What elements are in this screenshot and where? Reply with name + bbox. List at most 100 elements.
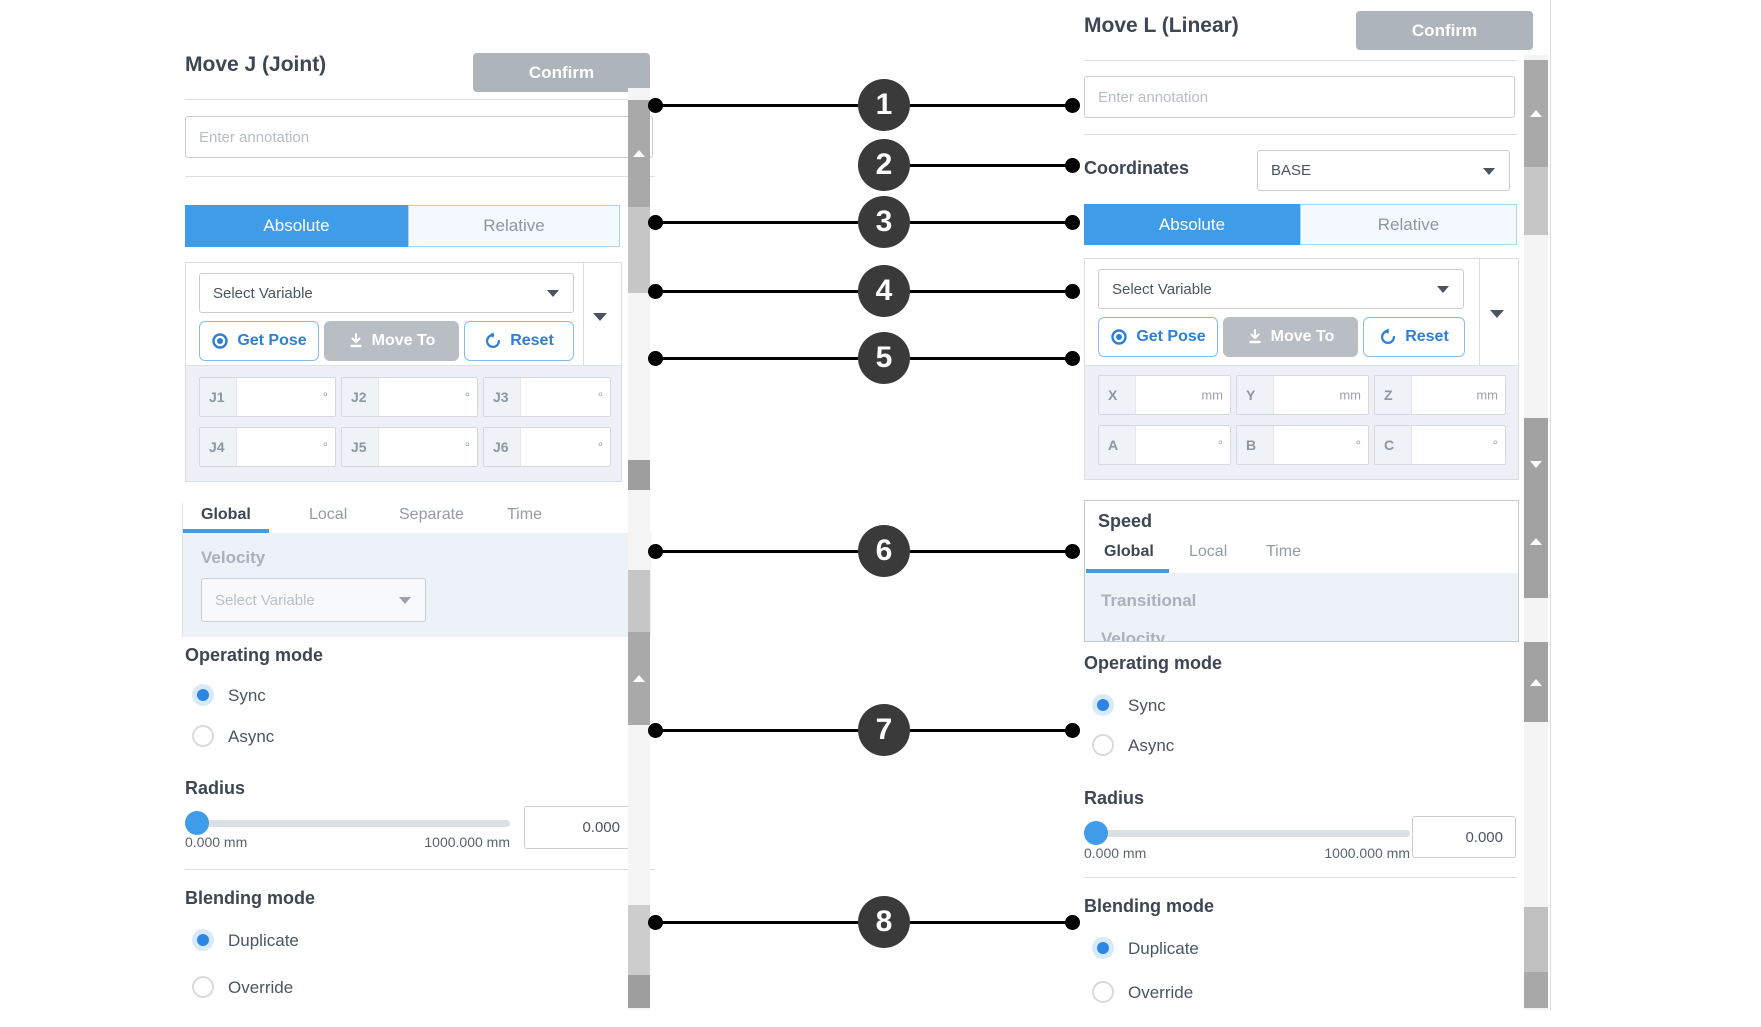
- scroll-up-icon: [1530, 110, 1542, 117]
- movel-radius-slider-thumb[interactable]: [1084, 821, 1108, 845]
- movej-move-to-button[interactable]: Move To: [324, 321, 459, 361]
- movej-sync-radio[interactable]: [192, 684, 214, 706]
- movej-scrollbar-thumb[interactable]: [628, 207, 650, 293]
- panel-edge-line: [1550, 0, 1551, 1010]
- a-label: A: [1099, 426, 1136, 464]
- c-label: C: [1375, 426, 1412, 464]
- movej-radius-slider-thumb[interactable]: [185, 811, 209, 835]
- callout-dot: [648, 215, 663, 230]
- j4-label: J4: [200, 428, 237, 466]
- movej-radius-min: 0.000 mm: [185, 834, 248, 850]
- movej-scrollbar-track[interactable]: [628, 88, 650, 1010]
- a-field[interactable]: A°: [1098, 425, 1231, 465]
- movel-radius-value[interactable]: 0.000: [1412, 816, 1516, 858]
- movel-scrollbar-track[interactable]: [1524, 55, 1548, 1010]
- movej-radius-max: 1000.000 mm: [424, 834, 510, 850]
- movel-duplicate-label[interactable]: Duplicate: [1128, 939, 1199, 958]
- movej-async-radio[interactable]: [192, 725, 214, 747]
- chevron-down-icon[interactable]: [1490, 310, 1504, 318]
- movej-reset-button[interactable]: Reset: [464, 321, 574, 361]
- movej-radius-slider-track[interactable]: [185, 820, 510, 827]
- movej-scrollbar-thumb[interactable]: [628, 905, 650, 975]
- movej-scrollbar-thumb[interactable]: [628, 975, 650, 1008]
- j6-label: J6: [484, 428, 521, 466]
- movel-sync-label[interactable]: Sync: [1128, 696, 1166, 715]
- movel-override-label[interactable]: Override: [1128, 983, 1194, 1002]
- degree-unit: °: [322, 439, 328, 455]
- c-field[interactable]: C°: [1374, 425, 1506, 465]
- movej-annotation-input[interactable]: [185, 116, 653, 158]
- movel-async-radio[interactable]: [1092, 734, 1114, 756]
- movel-tab-absolute[interactable]: Absolute: [1084, 204, 1300, 245]
- movej-variable-select-value: Select Variable: [213, 284, 313, 302]
- movel-speedtab-time[interactable]: Time: [1266, 543, 1301, 560]
- movel-tab-relative[interactable]: Relative: [1300, 204, 1517, 245]
- movej-sync-label[interactable]: Sync: [228, 686, 266, 705]
- movej-speedtab-local[interactable]: Local: [309, 506, 348, 523]
- chevron-down-icon[interactable]: [593, 313, 607, 321]
- movej-scrollbar-thumb[interactable]: [628, 632, 650, 725]
- movej-tab-absolute[interactable]: Absolute: [185, 205, 408, 247]
- movel-reset-button[interactable]: Reset: [1363, 317, 1465, 357]
- active-tab-underline: [183, 529, 269, 533]
- j4-field[interactable]: J4 °: [199, 427, 336, 467]
- movel-confirm-button[interactable]: Confirm: [1356, 11, 1533, 50]
- callout-line: [656, 729, 858, 732]
- movej-velocity-select[interactable]: Select Variable: [201, 578, 426, 622]
- movej-async-label[interactable]: Async: [228, 727, 275, 746]
- movel-scrollbar-thumb[interactable]: [1524, 642, 1548, 722]
- callout-dot: [1065, 915, 1080, 930]
- movej-override-label[interactable]: Override: [228, 978, 294, 997]
- movel-scrollbar-thumb[interactable]: [1524, 60, 1548, 167]
- movej-scrollbar-thumb[interactable]: [628, 570, 650, 632]
- movel-scrollbar-thumb[interactable]: [1524, 907, 1548, 972]
- movel-radius-slider-track[interactable]: [1084, 830, 1410, 837]
- movel-coordinates-select[interactable]: BASE: [1257, 150, 1510, 191]
- movel-get-pose-button[interactable]: Get Pose: [1098, 317, 1218, 357]
- j5-field[interactable]: J5°: [341, 427, 478, 467]
- movel-duplicate-radio[interactable]: [1092, 937, 1114, 959]
- movej-confirm-button[interactable]: Confirm: [473, 53, 650, 92]
- movej-override-radio[interactable]: [192, 976, 214, 998]
- movel-async-label[interactable]: Async: [1128, 736, 1175, 755]
- movej-duplicate-label[interactable]: Duplicate: [228, 931, 299, 950]
- movej-title: Move J (Joint): [185, 53, 327, 76]
- movej-radius-value[interactable]: 0.000: [524, 806, 633, 849]
- movel-override-radio[interactable]: [1092, 981, 1114, 1003]
- movej-variable-select[interactable]: Select Variable: [199, 273, 574, 313]
- movej-speedtab-time[interactable]: Time: [507, 506, 542, 523]
- mm-unit: mm: [1339, 387, 1361, 403]
- movej-get-pose-button[interactable]: Get Pose: [199, 321, 319, 361]
- callout-line: [910, 164, 1073, 167]
- movel-speedtab-global[interactable]: Global: [1104, 543, 1154, 560]
- j6-field[interactable]: J6°: [483, 427, 611, 467]
- movej-scrollbar-thumb[interactable]: [628, 460, 650, 490]
- chevron-down-icon: [1483, 167, 1495, 175]
- movej-duplicate-radio[interactable]: [192, 929, 214, 951]
- callout-1: 1: [858, 79, 910, 131]
- movej-scrollbar-thumb[interactable]: [628, 100, 650, 207]
- callout-dot: [648, 915, 663, 930]
- j2-field[interactable]: J2°: [341, 377, 478, 417]
- movel-scrollbar-thumb[interactable]: [1524, 167, 1548, 235]
- movel-scrollbar-thumb[interactable]: [1524, 418, 1548, 598]
- movel-variable-select[interactable]: Select Variable: [1098, 269, 1464, 309]
- movej-tab-relative[interactable]: Relative: [408, 205, 620, 247]
- movel-scrollbar-thumb[interactable]: [1524, 972, 1548, 1008]
- callout-line: [656, 290, 858, 293]
- movel-annotation-input[interactable]: [1084, 76, 1515, 118]
- movej-speedtab-global[interactable]: Global: [201, 506, 251, 523]
- b-field[interactable]: B°: [1236, 425, 1369, 465]
- movel-sync-radio[interactable]: [1092, 694, 1114, 716]
- movel-speedtab-local[interactable]: Local: [1189, 543, 1228, 560]
- x-label: X: [1099, 376, 1136, 414]
- j1-field[interactable]: J1°: [199, 377, 336, 417]
- chevron-down-icon: [547, 290, 559, 297]
- movej-speedtab-separate[interactable]: Separate: [399, 506, 464, 523]
- callout-line: [910, 921, 1073, 924]
- movel-move-to-button[interactable]: Move To: [1223, 317, 1358, 357]
- j3-field[interactable]: J3°: [483, 377, 611, 417]
